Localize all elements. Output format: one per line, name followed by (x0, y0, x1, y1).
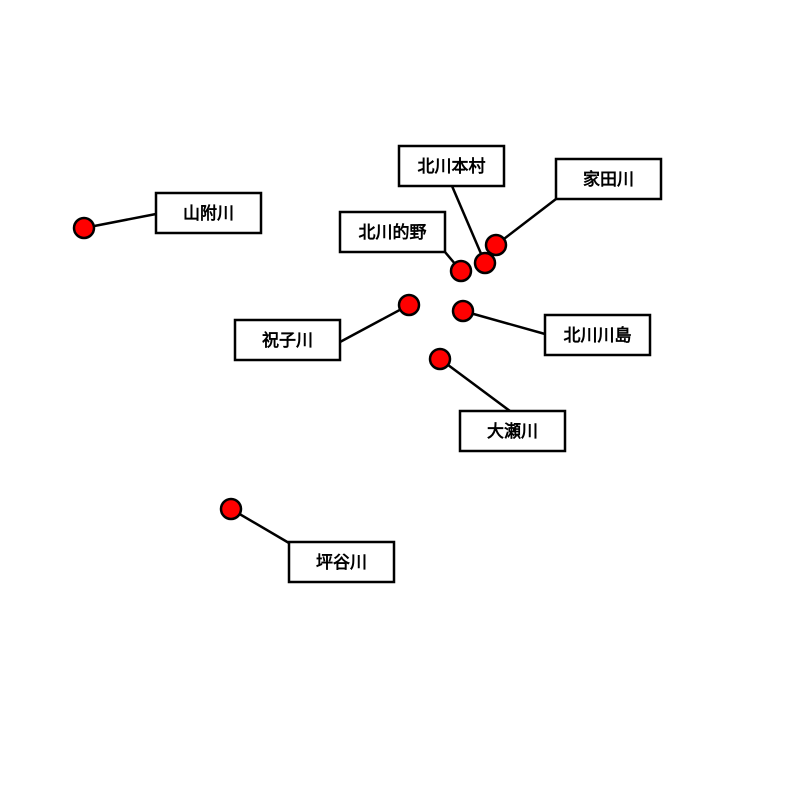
leader-line-kitagawa-kawashima (462, 309, 546, 336)
leader-lines (83, 185, 557, 545)
leader-line-oosegawa (439, 357, 511, 413)
label-text: 大瀬川 (487, 421, 538, 442)
place-label-kitagawa-honmura[interactable]: 北川本村 (397, 144, 506, 188)
place-label-kitagawa-matono[interactable]: 北川的野 (338, 210, 447, 254)
place-label-oosegawa[interactable]: 大瀬川 (458, 409, 567, 453)
leader-line-kitagawa-honmura (450, 185, 487, 264)
label-text: 北川的野 (359, 222, 427, 243)
label-box (287, 540, 396, 584)
label-text: 坪谷川 (316, 553, 367, 573)
leader-line-hoshigogawa (339, 303, 410, 344)
marker-tsuboyagawa[interactable] (219, 497, 243, 521)
marker-kitagawa-honmura[interactable] (473, 251, 497, 275)
label-box (543, 313, 652, 357)
label-box (154, 191, 263, 235)
place-label-hoshigogawa[interactable]: 祝子川 (233, 318, 342, 362)
label-box (233, 318, 342, 362)
label-text: 家田川 (583, 169, 634, 190)
place-label-tsuboyagawa[interactable]: 坪谷川 (287, 540, 396, 584)
place-markers (72, 216, 508, 521)
marker-hoshigogawa[interactable] (397, 293, 421, 317)
label-text: 山附川 (183, 203, 234, 224)
label-box (554, 157, 663, 201)
label-text: 祝子川 (262, 331, 313, 351)
leader-line-yamatsukegawa (83, 212, 157, 230)
label-box (458, 409, 567, 453)
label-box (338, 210, 447, 254)
place-label-ieda-gawa[interactable]: 家田川 (554, 157, 663, 201)
marker-oosegawa[interactable] (428, 347, 452, 371)
label-text: 北川川島 (564, 325, 632, 346)
leader-line-ieda-gawa (495, 198, 557, 246)
marker-kitagawa-kawashima[interactable] (451, 299, 475, 323)
label-box (397, 144, 506, 188)
marker-yamatsukegawa[interactable] (72, 216, 96, 240)
marker-ieda-gawa[interactable] (484, 233, 508, 257)
place-label-kitagawa-kawashima[interactable]: 北川川島 (543, 313, 652, 357)
label-text: 北川本村 (418, 156, 486, 177)
marker-kitagawa-matono[interactable] (449, 259, 473, 283)
place-label-yamatsukegawa[interactable]: 山附川 (154, 191, 263, 235)
